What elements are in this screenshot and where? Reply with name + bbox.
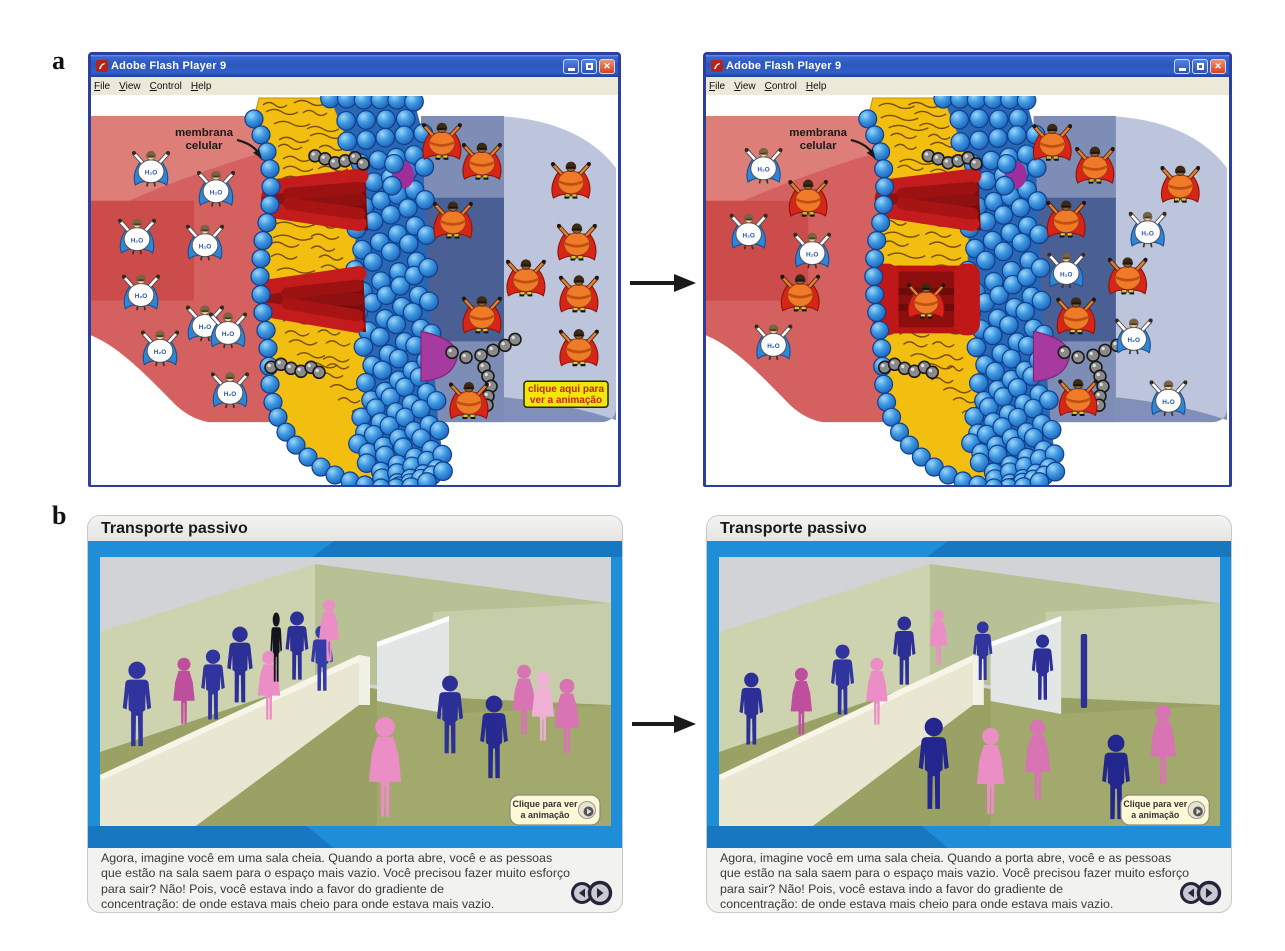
svg-text:membrana: membrana — [789, 127, 847, 139]
svg-text:ver a animação: ver a animação — [530, 395, 602, 406]
svg-text:Clique para ver: Clique para ver — [512, 799, 578, 809]
svg-text:a animação: a animação — [1131, 810, 1180, 820]
svg-text:a animação: a animação — [520, 810, 570, 820]
svg-text:Clique para ver: Clique para ver — [1123, 799, 1187, 809]
svg-text:membrana: membrana — [175, 127, 234, 139]
svg-text:celular: celular — [800, 140, 837, 152]
svg-text:celular: celular — [185, 140, 223, 152]
svg-text:clique aqui para: clique aqui para — [528, 384, 604, 395]
